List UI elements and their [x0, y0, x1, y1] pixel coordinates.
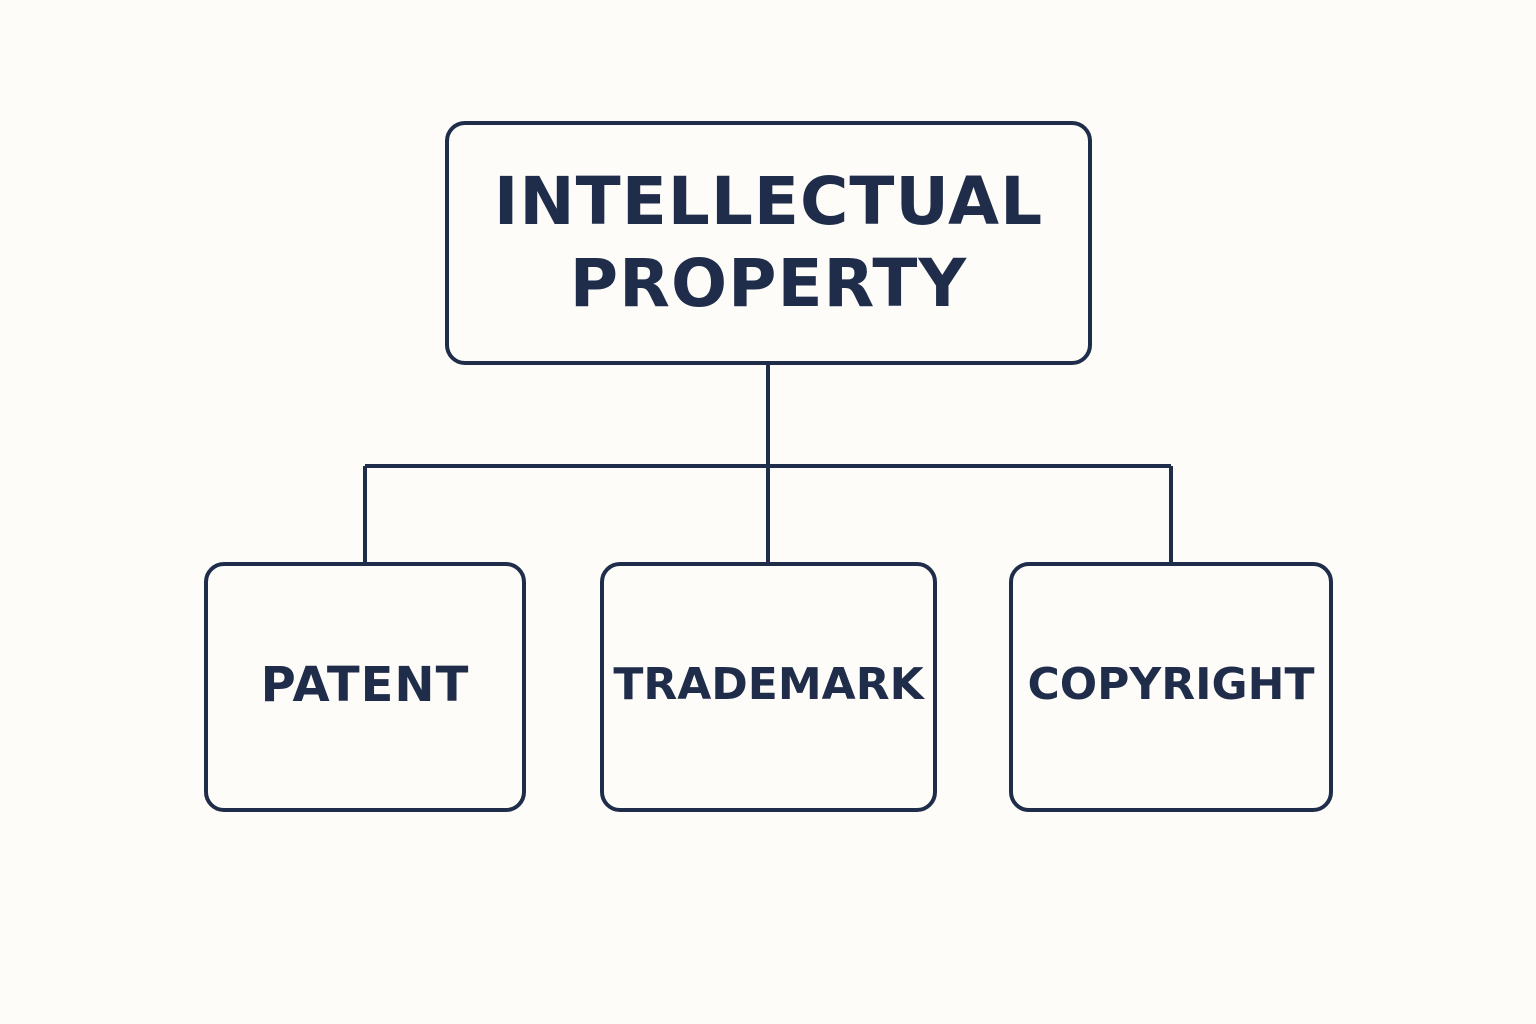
child-node-copyright-label: COPYRIGHT	[1027, 659, 1315, 710]
root-node: INTELLECTUAL PROPERTY	[445, 121, 1092, 365]
child-node-copyright: COPYRIGHT	[1009, 562, 1333, 812]
root-node-label: INTELLECTUAL PROPERTY	[493, 163, 1044, 322]
child-node-trademark-label: TRADEMARK	[613, 659, 924, 710]
child-node-trademark: TRADEMARK	[600, 562, 937, 812]
child-node-patent-label: PATENT	[260, 657, 470, 713]
child-node-patent: PATENT	[204, 562, 526, 812]
